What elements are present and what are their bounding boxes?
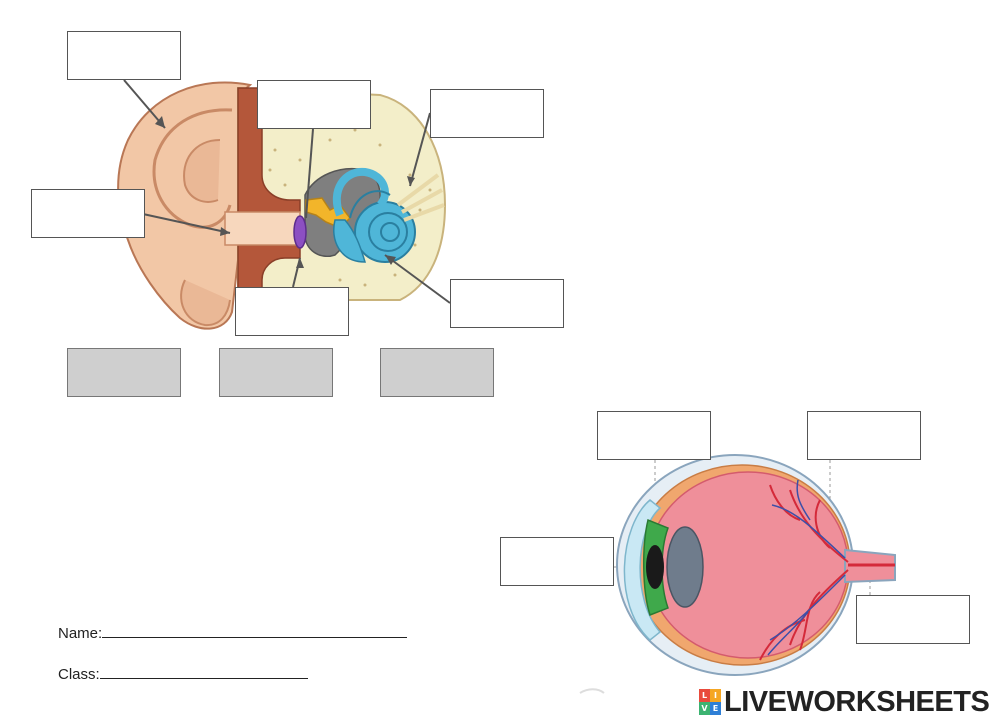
- name-line[interactable]: [102, 636, 408, 638]
- name-field: Name:: [58, 625, 408, 642]
- class-field: Class:: [58, 666, 308, 683]
- ear-pinna-inner: [183, 139, 221, 203]
- ear-label-box-eardrum[interactable]: [235, 287, 349, 336]
- brand-icon-letter: I: [710, 689, 721, 702]
- eye-label-box-pupil[interactable]: [500, 537, 614, 586]
- brand-text: LIVEWORKSHEETS: [724, 685, 990, 718]
- ear-arrowheads: [155, 116, 415, 268]
- ear-diagram: [117, 79, 451, 330]
- ear-label-box-cochlea[interactable]: [450, 279, 564, 328]
- ear-section-box-outer[interactable]: [67, 348, 181, 397]
- ear-pinna-fold: [152, 108, 233, 229]
- class-label: Class:: [58, 666, 100, 683]
- eye-label-box-cornea[interactable]: [597, 411, 711, 460]
- brand-icon-letter: L: [699, 689, 710, 702]
- ear-section-box-middle[interactable]: [219, 348, 333, 397]
- ear-tissue-lower: [237, 244, 301, 301]
- liveworksheets-logo: L I V E LIVEWORKSHEETS: [699, 685, 990, 718]
- ear-section-box-inner[interactable]: [380, 348, 494, 397]
- vestibule: [333, 219, 367, 263]
- ear-arrows: [123, 79, 451, 304]
- pupil: [646, 545, 664, 589]
- retinal-veins: [767, 479, 846, 656]
- brand-icon-letter: V: [699, 702, 710, 715]
- brand-icon-letter: E: [710, 702, 721, 715]
- ear-tissue-upper: [237, 87, 301, 213]
- ear-canal: [224, 211, 301, 246]
- ear-label-box-auditory-nerve[interactable]: [430, 89, 544, 138]
- lens: [666, 526, 704, 608]
- eye-label-box-optic-nerve[interactable]: [856, 595, 970, 644]
- semicircular-canals: [332, 167, 389, 217]
- name-label: Name:: [58, 625, 103, 642]
- eye-diagram: [579, 454, 896, 694]
- bone-texture: [263, 128, 432, 287]
- ear-label-box-ear-canal[interactable]: [31, 189, 145, 238]
- ear-label-box-ossicles[interactable]: [257, 80, 371, 129]
- class-line[interactable]: [99, 677, 308, 679]
- ear-label-box-outer-ear[interactable]: [67, 31, 181, 80]
- liveworksheets-icon: L I V E: [699, 689, 721, 715]
- auditory-nerve: [396, 173, 445, 222]
- eye-label-box-retina[interactable]: [807, 411, 921, 460]
- eardrum: [293, 215, 307, 249]
- ear-lobe: [180, 279, 231, 327]
